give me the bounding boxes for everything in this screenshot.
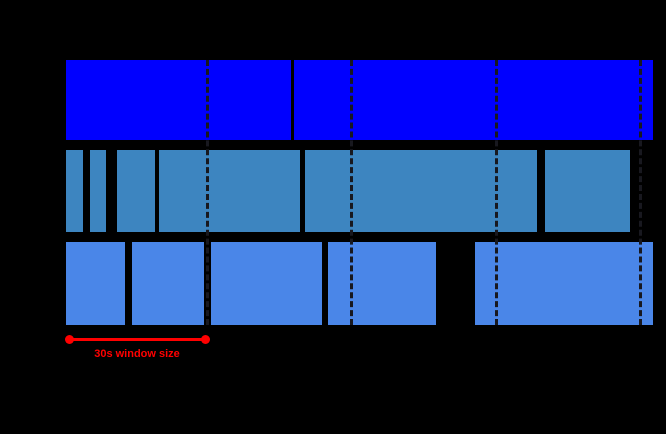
timeline-segment	[132, 242, 204, 325]
measure-cap-right	[201, 335, 210, 344]
window-boundary-gridline	[350, 60, 353, 325]
timeline-segment	[117, 150, 155, 232]
timeline-segment	[545, 150, 630, 232]
window-size-label: 30s window size	[94, 348, 180, 360]
segment-row-3	[0, 242, 666, 325]
window-boundary-gridline	[495, 60, 498, 325]
timeline-segment	[66, 150, 83, 232]
window-boundary-gridline	[639, 60, 642, 325]
timeline-segment	[66, 60, 291, 140]
timeline-segment	[90, 150, 106, 232]
timeline-segment	[328, 242, 436, 325]
segment-row-1	[0, 60, 666, 140]
window-boundary-gridline	[206, 60, 209, 325]
timeline-segment	[475, 242, 653, 325]
timeline-segment	[159, 150, 300, 232]
timeline-segment	[305, 150, 537, 232]
timeline-segment	[66, 242, 125, 325]
segment-row-2	[0, 150, 666, 232]
window-size-measure-line	[69, 338, 205, 341]
timeline-segment	[211, 242, 322, 325]
measure-cap-left	[65, 335, 74, 344]
timeline-segment	[294, 60, 653, 140]
